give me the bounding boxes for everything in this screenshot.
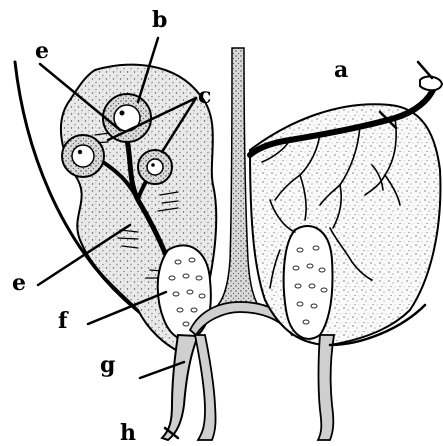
middle-stalk bbox=[195, 335, 216, 440]
follicle-c-right bbox=[138, 150, 172, 184]
follicle-c-left bbox=[62, 135, 104, 177]
label-h: h bbox=[120, 420, 136, 446]
label-b: b bbox=[152, 7, 167, 33]
right-bulb bbox=[284, 226, 333, 339]
leader-a2 bbox=[418, 62, 432, 78]
label-c: c bbox=[198, 83, 211, 109]
label-a: a bbox=[334, 57, 348, 83]
follicle-b bbox=[103, 94, 151, 142]
label-e-mid: e bbox=[12, 270, 26, 296]
label-g: g bbox=[100, 352, 115, 378]
right-stalk bbox=[318, 335, 334, 440]
label-f: f bbox=[58, 308, 69, 334]
left-stalk bbox=[162, 335, 198, 440]
label-e-top: e bbox=[35, 38, 49, 64]
